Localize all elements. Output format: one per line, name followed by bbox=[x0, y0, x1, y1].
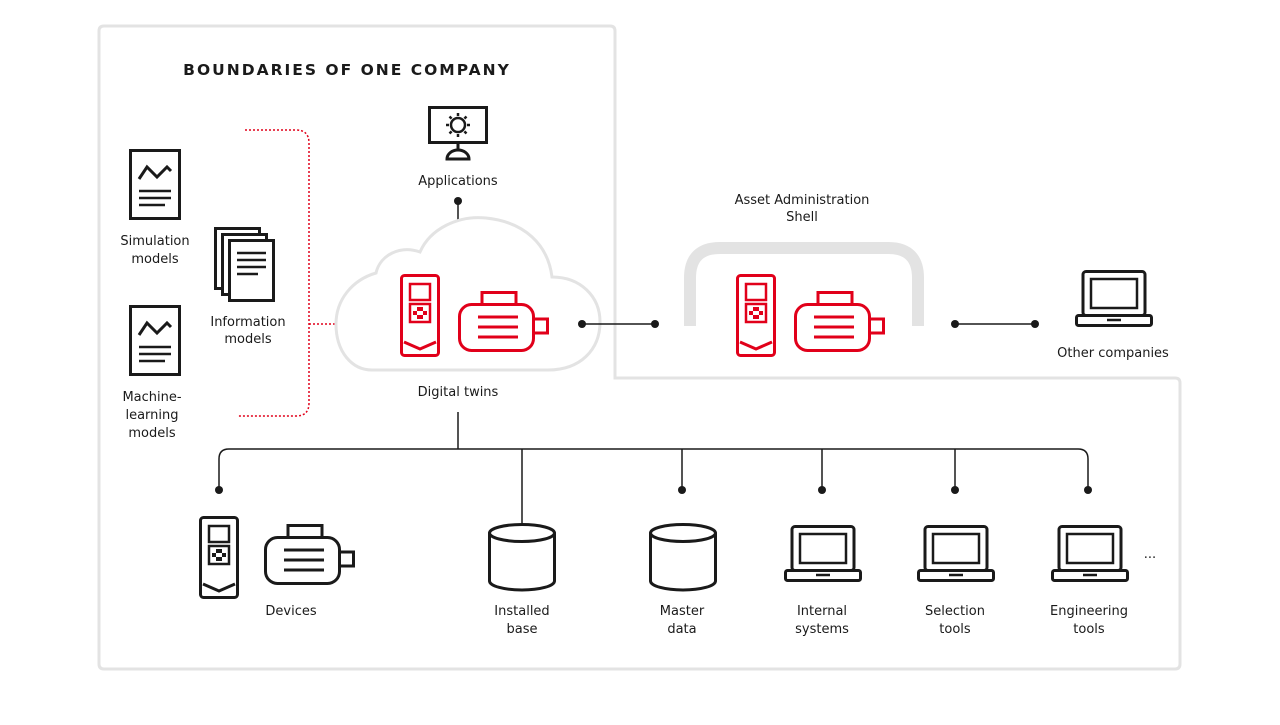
master-data-label-1: Master bbox=[660, 604, 705, 619]
motor-icon bbox=[264, 524, 355, 585]
internal-systems: Internal systems bbox=[784, 525, 862, 637]
engineering-tools-label-2: tools bbox=[1073, 622, 1105, 637]
master-data: Master data bbox=[649, 523, 717, 637]
monitor-gear-icon bbox=[428, 106, 488, 161]
ml-models-label-1: Machine- bbox=[122, 390, 181, 405]
other-companies: Other companies bbox=[1057, 270, 1169, 361]
devices: Devices bbox=[199, 516, 355, 619]
drive-icon bbox=[736, 274, 776, 357]
information-models-label-1: Information bbox=[210, 315, 285, 330]
internal-systems-label-1: Internal bbox=[797, 604, 847, 619]
installed-base: Installed base bbox=[488, 523, 556, 637]
simulation-models: Simulation models bbox=[120, 149, 190, 267]
asset-administration-shell: Asset Administration Shell bbox=[684, 193, 924, 357]
company-boundary bbox=[97, 24, 1182, 671]
digital-twins: Digital twins bbox=[334, 216, 602, 400]
master-data-label-2: data bbox=[667, 622, 696, 637]
laptop-icon bbox=[1051, 525, 1129, 582]
engineering-tools: Engineering tools bbox=[1050, 525, 1129, 637]
simulation-models-label-2: models bbox=[131, 252, 178, 267]
aas-label-1: Asset Administration bbox=[735, 193, 870, 208]
connector-twins-aas bbox=[578, 320, 659, 328]
ml-models-label-3: models bbox=[128, 426, 175, 441]
ml-models-label-2: learning bbox=[125, 408, 178, 423]
stacked-documents-icon bbox=[214, 227, 275, 302]
models-bracket bbox=[238, 129, 310, 417]
applications-label: Applications bbox=[418, 174, 498, 189]
information-models: Information models bbox=[210, 227, 286, 347]
applications: Applications bbox=[418, 106, 498, 189]
simulation-models-label-1: Simulation bbox=[120, 234, 189, 249]
bottom-bus bbox=[218, 412, 1089, 524]
laptop-icon bbox=[917, 525, 995, 582]
document-chart-icon bbox=[129, 305, 181, 376]
connector-aas-other bbox=[951, 320, 1039, 328]
selection-tools-label-2: tools bbox=[939, 622, 971, 637]
drive-icon bbox=[400, 274, 440, 357]
more-ellipsis: ... bbox=[1144, 547, 1156, 562]
selection-tools: Selection tools bbox=[917, 525, 995, 637]
devices-label: Devices bbox=[265, 604, 316, 619]
motor-icon bbox=[794, 291, 885, 352]
document-chart-icon bbox=[129, 149, 181, 220]
drive-icon bbox=[199, 516, 239, 599]
installed-base-label-2: base bbox=[507, 622, 538, 637]
engineering-tools-label-1: Engineering bbox=[1050, 604, 1128, 619]
aas-label-2: Shell bbox=[786, 210, 818, 225]
laptop-icon bbox=[784, 525, 862, 582]
internal-systems-label-2: systems bbox=[795, 622, 849, 637]
bottom-bus-nodes bbox=[215, 486, 1092, 494]
selection-tools-label-1: Selection bbox=[925, 604, 985, 619]
digital-twins-label: Digital twins bbox=[418, 385, 499, 400]
machine-learning-models: Machine- learning models bbox=[122, 305, 182, 441]
laptop-icon bbox=[1075, 270, 1153, 327]
information-models-label-2: models bbox=[224, 332, 271, 347]
diagram-title: BOUNDARIES OF ONE COMPANY bbox=[183, 61, 511, 79]
other-companies-label: Other companies bbox=[1057, 346, 1169, 361]
database-icon bbox=[488, 523, 556, 592]
database-icon bbox=[649, 523, 717, 592]
shell-arch-icon bbox=[684, 242, 924, 326]
installed-base-label-1: Installed bbox=[494, 604, 549, 619]
